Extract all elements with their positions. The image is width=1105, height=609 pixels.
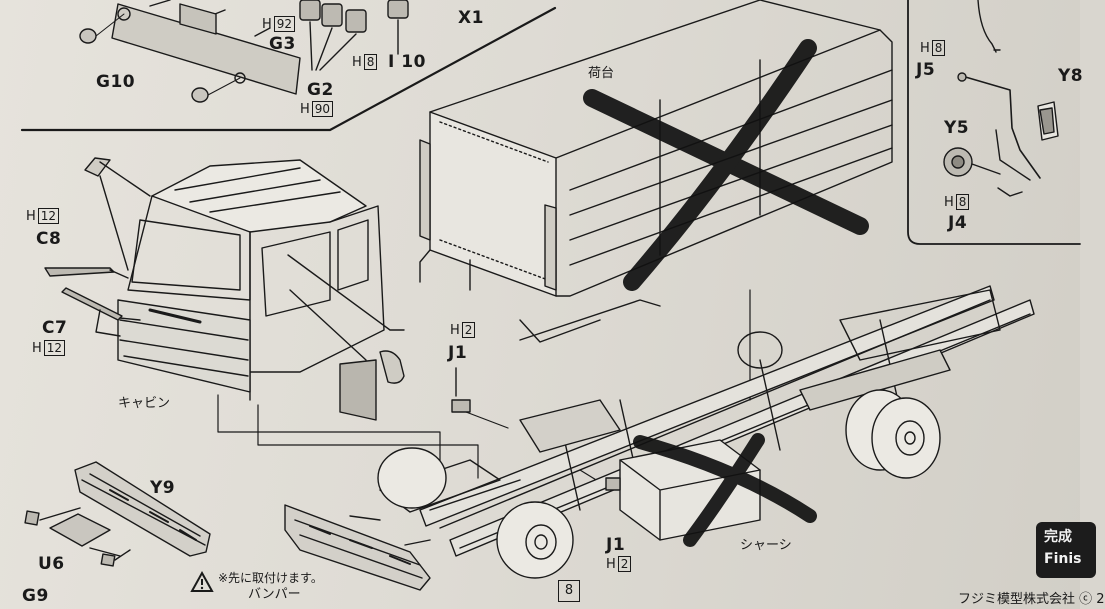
part-label-y8: Y8 (1058, 66, 1084, 86)
spec-number: 92 (273, 16, 296, 32)
part-label-g2: G2 (307, 80, 334, 100)
page-number: 8 (558, 580, 580, 602)
section-divider (20, 6, 557, 132)
cross-out-marks (583, 39, 869, 547)
cargo-bed-cross-out (623, 39, 817, 291)
spec-prefix: H (920, 41, 930, 56)
spec-prefix: H (606, 557, 616, 572)
spec-prefix: H (262, 17, 272, 32)
part-label-y5: Y5 (944, 118, 970, 138)
warning-triangle-icon (190, 570, 214, 592)
spec-number: 90 (311, 101, 334, 117)
finish-badge: 完成 Finis (1036, 522, 1096, 578)
part-label-x1: X1 (458, 8, 484, 28)
spec-prefix: H (944, 195, 954, 210)
assembly-illustration (20, 0, 1081, 591)
rear-bumper-part (79, 0, 301, 103)
attach-first-note: ※先に取付けます。 (218, 571, 323, 585)
part-label-y9: Y9 (150, 478, 176, 498)
inset-frame (907, 0, 1081, 245)
spec-prefix: H (352, 55, 362, 70)
part-label-u6: U6 (38, 554, 65, 574)
cargo-bed-cross-out (583, 89, 869, 235)
caption-cabin: キャビン (118, 396, 171, 411)
small-parts (451, 367, 621, 491)
part-label-g3: G3 (269, 34, 296, 54)
finish-badge-line1: 完成 (1044, 529, 1072, 545)
part-label-g9: G9 (22, 586, 49, 606)
part-label-c8: C8 (36, 229, 62, 249)
spec-number: 12 (43, 340, 66, 356)
wiper-parts (44, 267, 141, 337)
front-bumper-part (284, 504, 431, 591)
part-label-j1-top: J1 (448, 343, 468, 363)
spec-number: 8 (931, 40, 946, 56)
finish-badge-line2: Finis (1044, 551, 1082, 567)
caption-cargo-bed: 荷台 (588, 66, 615, 81)
mirror-parts-inset (943, 0, 1059, 197)
spec-number: 8 (955, 194, 970, 210)
part-label-c7: C7 (42, 318, 68, 338)
caption-bumper: バンパー (248, 587, 301, 602)
mudflap-parts (299, 0, 409, 71)
part-label-j4: J4 (948, 213, 968, 233)
bumper-parts (24, 461, 211, 567)
spec-number: 8 (363, 54, 378, 70)
cabin (84, 157, 405, 421)
part-label-j1-bottom: J1 (606, 535, 626, 555)
spec-number: 12 (37, 208, 60, 224)
cargo-bed (419, 0, 893, 343)
company-credit: フジミ模型株式会社 ⓒ 2 (958, 592, 1105, 607)
wheels (377, 331, 941, 579)
part-label-j5: J5 (916, 60, 936, 80)
chassis-cross-out (683, 433, 765, 547)
spec-prefix: H (450, 323, 460, 338)
spec-prefix: H (300, 102, 310, 117)
spec-prefix: H (32, 341, 42, 356)
spec-number: 2 (461, 322, 476, 338)
spec-prefix: H (26, 209, 36, 224)
spec-number: 2 (617, 556, 632, 572)
part-label-g10: G10 (96, 72, 136, 92)
caption-chassis: シャーシ (740, 538, 792, 553)
part-label-i10: I 10 (388, 52, 426, 72)
